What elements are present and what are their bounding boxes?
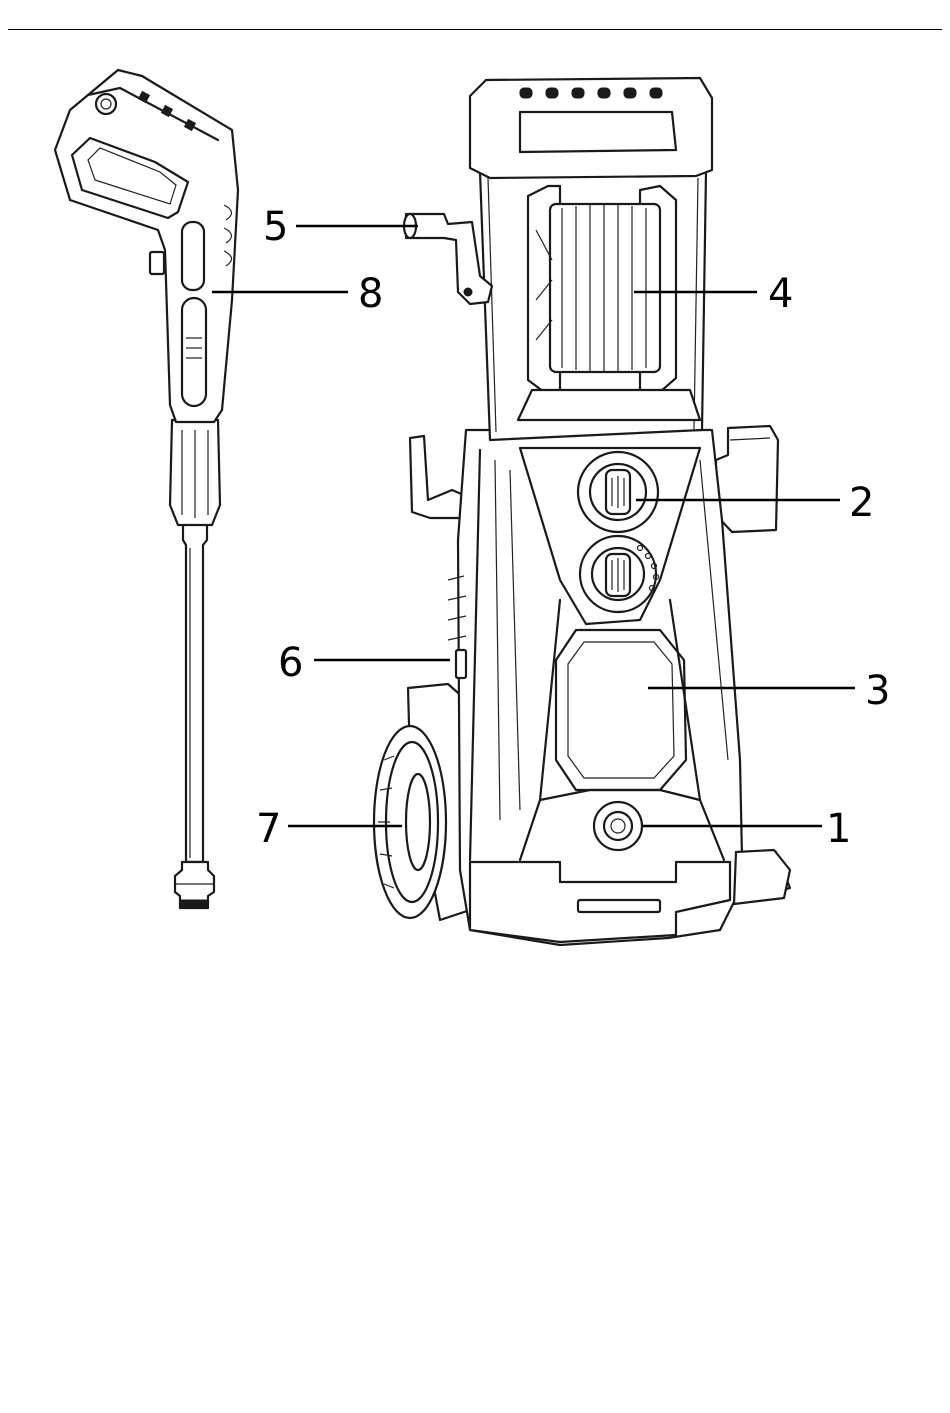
pressure-washer-diagram: 1 2 3 4 5 6 7 8 bbox=[0, 0, 950, 1000]
pressure-washer-unit bbox=[374, 78, 790, 945]
spray-gun bbox=[55, 70, 238, 908]
callout-number-5: 5 bbox=[263, 204, 288, 250]
callout-number-4: 4 bbox=[768, 271, 793, 317]
callout-number-6: 6 bbox=[278, 640, 303, 686]
callout-number-2: 2 bbox=[849, 480, 874, 526]
callout-number-8: 8 bbox=[358, 271, 383, 317]
hose-reel bbox=[528, 186, 676, 392]
callout-number-1: 1 bbox=[826, 806, 851, 852]
front-panel bbox=[556, 630, 686, 790]
callout-number-3: 3 bbox=[865, 668, 890, 714]
pressure-outlet bbox=[594, 802, 642, 850]
reel-crank-handle bbox=[404, 214, 492, 304]
wheel bbox=[374, 726, 446, 918]
callout-number-7: 7 bbox=[256, 806, 281, 852]
